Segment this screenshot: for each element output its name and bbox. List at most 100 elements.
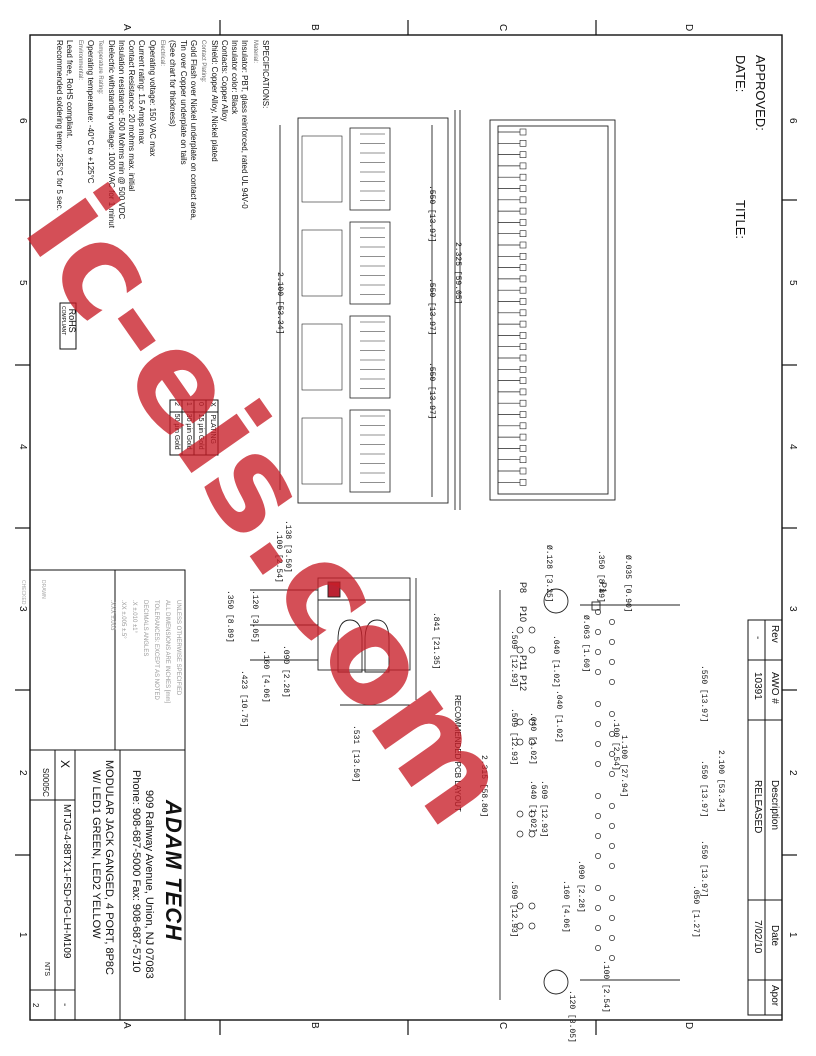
company-phone: Phone: 908-687-5000 Fax: 908-687-5710 xyxy=(130,770,142,973)
pcb-hole xyxy=(595,609,601,615)
revision-table-frame xyxy=(747,619,783,1016)
front-port-body xyxy=(301,417,343,485)
specifications-block: SPECIFICATIONS: Material:Insulator: PBT,… xyxy=(54,40,270,228)
pcb-hole xyxy=(609,679,615,685)
pcb-hole xyxy=(609,751,615,757)
spec-line: Lead free, RoHS compliant. xyxy=(65,40,75,139)
pcb-hole xyxy=(609,803,615,809)
top-view-pin-tab xyxy=(519,365,527,373)
top-view-pin-tab xyxy=(519,241,527,249)
dim-pcb-15: .550 [13.97] xyxy=(699,760,708,818)
plating-header-plating: PLATING xyxy=(209,414,216,444)
pcb-hole xyxy=(609,915,615,921)
front-port-body xyxy=(301,229,343,297)
plating-row-code: 0 xyxy=(197,402,204,406)
plating-header: X PLATING xyxy=(206,402,218,450)
top-view-pin-tab xyxy=(519,162,527,170)
dim-pcb-8: .040 [1.02] xyxy=(554,690,563,743)
spec-line: Recommended soldering temp: 235°C for 5 … xyxy=(55,40,65,211)
pcb-hole xyxy=(609,711,615,717)
top-view-pin-tab xyxy=(519,298,527,305)
plating-row: 2 50 µin Gold xyxy=(170,402,182,450)
zone-number-4-left: 4 xyxy=(17,444,28,450)
dim-top-3: .550 [13.97] xyxy=(427,362,436,420)
part-number: MTJG-4-88TX1-FSD-PG-LH-M109 xyxy=(61,804,72,959)
pin-label-p10: P10 xyxy=(518,606,528,623)
dim-pcb-20: .160 [4.06] xyxy=(561,880,570,933)
top-view-pin-tab xyxy=(519,377,527,384)
top-view-pin-tab xyxy=(519,433,527,441)
pcb-led-hole xyxy=(528,738,536,746)
spec-line: Contact Plating: xyxy=(200,40,207,83)
approval-small-labels: DRAWN CHECKED xyxy=(13,580,53,604)
top-view-pin-tab xyxy=(519,128,527,136)
spec-line: Dielectric withstanding voltage: 1000 VA… xyxy=(106,40,116,228)
top-view-pin-tab xyxy=(519,264,527,271)
dim-pcb-18: .050 [1.27] xyxy=(691,885,700,938)
zone-number-5-right: 5 xyxy=(787,280,798,286)
pcb-layout-label: RECOMMENDED PCB LAYOUT xyxy=(453,695,462,812)
dim-pcb-21: .509 [12.93] xyxy=(509,880,518,938)
zone-number-2-left: 2 xyxy=(17,770,28,776)
dim-pcb-6: .550 [13.97] xyxy=(699,665,708,723)
dim-pcb-23: .120 [3.05] xyxy=(567,990,576,1043)
rev-row-rev: - xyxy=(752,636,763,640)
rev-header-description: Description xyxy=(769,780,780,831)
spec-line: Insulator: PBT, glass reinforced, rated … xyxy=(240,40,250,209)
top-view-pin-tab xyxy=(519,196,527,204)
rev-header-date: Date xyxy=(769,925,780,947)
top-view-pin-tab xyxy=(519,332,527,339)
front-view-connector xyxy=(279,110,461,510)
pcb-hole xyxy=(595,721,601,727)
zone-letter-c-top: C xyxy=(497,24,508,32)
dim-pcb-14: 2.315 [58.80] xyxy=(479,755,488,818)
spec-line: Operating voltage: 150 VAC max xyxy=(147,40,157,157)
rev-header-rev: Rev xyxy=(769,625,780,643)
dim-pcb-10: 1.100 [27.94] xyxy=(619,735,628,798)
plating-header-x: X xyxy=(209,402,216,407)
pcb-hole xyxy=(609,843,615,849)
pcb-hole xyxy=(595,669,601,675)
tolerance-line: .XX ±.005 ±.5° xyxy=(120,600,126,639)
zone-letter-a-bottom: A xyxy=(121,1022,132,1029)
pcb-hole xyxy=(609,823,615,829)
pcb-hole xyxy=(609,955,615,961)
dim-pcb-19: .090 [2.28] xyxy=(576,860,585,913)
plating-row: 0 15 µin Gold xyxy=(194,402,206,450)
top-view-pin-tab xyxy=(519,422,527,430)
tolerance-line: .X ±.010 ±1° xyxy=(131,600,137,634)
pcb-hole xyxy=(595,813,601,819)
plating-row-code: 1 xyxy=(185,402,192,406)
zone-number-1-left: 1 xyxy=(17,932,28,938)
dim-side-7: .841 [21.35] xyxy=(431,612,440,670)
front-port-cavity xyxy=(349,221,391,305)
dim-side-3: .350 [8.89] xyxy=(225,590,234,643)
plating-row-value: 15 µin Gold xyxy=(197,413,204,450)
pin-label-p8: P8 xyxy=(518,582,528,594)
tolerance-line: UNLESS OTHERWISE SPECIFIED xyxy=(175,600,181,696)
company-name: ADAM TECH xyxy=(161,800,186,941)
pcb-hole xyxy=(595,885,601,891)
tolerance-line: ALL DIMENSIONS ARE INCHES [mm] xyxy=(164,600,170,704)
pcb-hole xyxy=(595,905,601,911)
date-label: DATE: xyxy=(733,55,748,93)
dim-side-2: .120 [3.05] xyxy=(250,590,259,643)
pcb-hole xyxy=(609,659,615,665)
rohs-line1: RoHS xyxy=(67,308,77,333)
file-number: S0005C xyxy=(41,768,50,797)
zone-ticks xyxy=(15,20,797,1035)
sheet-number: 2 xyxy=(31,1003,40,1008)
small-label-checked: CHECKED xyxy=(20,580,26,605)
pcb-hole xyxy=(595,793,601,799)
rev-row-date: 7/02/10 xyxy=(752,920,763,954)
rev-header-awo: AWO # xyxy=(769,672,780,704)
plating-table-frame xyxy=(169,399,219,456)
spec-line: Current rating: 1.5 Amps max xyxy=(137,40,147,145)
zone-letter-d-bottom: D xyxy=(683,1022,694,1030)
zone-number-6-right: 6 xyxy=(787,118,798,124)
front-port-body xyxy=(301,323,343,391)
spec-line: (See chart for thickness) xyxy=(168,40,178,127)
dim-side-6: .423 [10.75] xyxy=(239,670,248,728)
spec-line: Electrical: xyxy=(159,40,166,67)
top-view-pin-tab xyxy=(519,207,527,215)
